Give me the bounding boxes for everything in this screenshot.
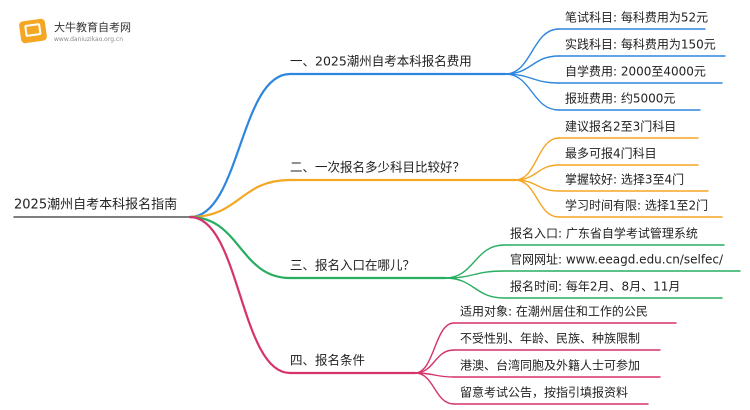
link-fees-child-0: [504, 28, 560, 75]
link-conditions-child-3: [414, 372, 455, 405]
branch-label-subjects: 二、一次报名多少科目比较好？: [290, 160, 465, 175]
logo-url: www.daniuzikao.org.cn: [54, 36, 124, 43]
leaf-label-conditions-2: 港澳、台湾同胞及外籍人士可参加: [460, 358, 640, 373]
branch-label-entry: 三、报名入口在哪儿？: [290, 258, 415, 273]
link-root-conditions: [188, 215, 292, 375]
link-root-entry: [188, 215, 292, 280]
leaf-label-entry-2: 报名时间: 每年2月、8月、11月: [510, 279, 680, 294]
link-root-fees: [188, 72, 292, 219]
logo-title: 大牛教育自考网: [54, 21, 131, 34]
link-entry-child-2: [444, 277, 505, 299]
link-fees-child-1: [504, 55, 560, 75]
link-root-subjects: [188, 178, 292, 219]
leaf-label-fees-3: 报班费用: 约5000元: [565, 91, 675, 106]
link-subjects-child-0: [514, 137, 560, 181]
branch-label-conditions: 四、报名条件: [290, 353, 365, 368]
leaf-label-conditions-1: 不受性别、年龄、民族、种族限制: [460, 332, 640, 346]
leaf-label-entry-1: 官网网址: www.eeagd.edu.cn/selfec/: [510, 252, 724, 267]
site-logo: 大牛教育自考网 www.daniuzikao.org.cn: [18, 12, 131, 52]
leaf-label-subjects-3: 学习时间有限: 选择1至2门: [565, 198, 708, 213]
leaf-label-conditions-3: 留意考试公告，按指引填报资料: [460, 385, 628, 400]
root-node-label: 2025潮州自考本科报名指南: [14, 197, 177, 213]
leaf-label-subjects-2: 掌握较好: 选择3至4门: [565, 172, 684, 187]
leaf-label-subjects-0: 建议报名2至3门科目: [565, 119, 676, 134]
link-fees-child-3: [504, 73, 560, 111]
link-subjects-child-3: [514, 179, 560, 218]
leaf-label-conditions-0: 适用对象: 在潮州居住和工作的公民: [460, 304, 648, 319]
leaf-label-entry-0: 报名入口: 广东省自学考试管理系统: [510, 226, 698, 241]
leaf-label-fees-0: 笔试科目: 每科费用为52元: [565, 10, 708, 25]
link-entry-child-0: [444, 244, 505, 279]
leaf-label-fees-1: 实践科目: 每科费用为150元: [565, 37, 716, 52]
branch-label-fees: 一、2025潮州自考本科报名费用: [290, 54, 472, 69]
leaf-label-subjects-1: 最多可报4门科目: [565, 146, 657, 161]
leaf-label-fees-2: 自学费用: 2000至4000元: [565, 64, 706, 79]
link-conditions-child-1: [414, 349, 455, 374]
link-conditions-child-0: [414, 322, 455, 374]
